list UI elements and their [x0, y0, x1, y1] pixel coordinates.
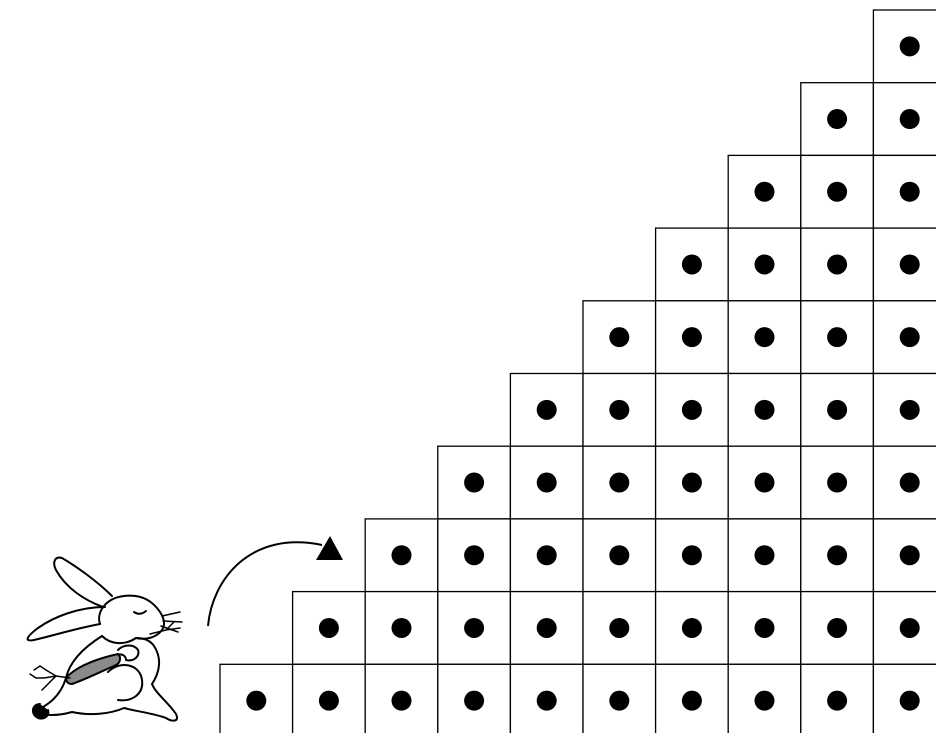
cell-dot — [900, 473, 920, 493]
cell-dot — [682, 254, 702, 274]
cell-dot — [755, 691, 775, 711]
cell-dot — [609, 473, 629, 493]
cell-dot — [609, 400, 629, 420]
carrot-leaves — [30, 666, 70, 690]
cell-dot — [900, 36, 920, 56]
cell-dot — [755, 327, 775, 347]
staircase-row — [583, 301, 936, 374]
cell-dot — [682, 400, 702, 420]
cell-dot — [900, 254, 920, 274]
cell-dot — [682, 545, 702, 565]
cell-dot — [827, 691, 847, 711]
cell-dot — [827, 182, 847, 202]
cell-dot — [755, 473, 775, 493]
cell-dot — [682, 691, 702, 711]
cell-dot — [682, 618, 702, 638]
cell-dot — [900, 327, 920, 347]
cell-dot — [609, 545, 629, 565]
staircase-row — [873, 10, 936, 83]
cell-dot — [900, 545, 920, 565]
cell-dot — [827, 618, 847, 638]
cell-dot — [827, 254, 847, 274]
staircase-row — [220, 664, 936, 733]
cell-dot — [537, 400, 557, 420]
cell-dot — [900, 691, 920, 711]
cell-dot — [537, 545, 557, 565]
staircase-row — [365, 519, 936, 592]
cell-dot — [464, 473, 484, 493]
cell-dot — [392, 618, 412, 638]
cell-dot — [827, 109, 847, 129]
staircase-row — [801, 83, 936, 156]
rabbit-body — [34, 636, 177, 721]
staircase-row — [656, 228, 936, 301]
rabbit-eating-carrot-icon — [28, 558, 182, 721]
cell-dot — [609, 327, 629, 347]
cell-dot — [755, 545, 775, 565]
cell-dot — [755, 618, 775, 638]
cell-dot — [755, 182, 775, 202]
cell-dot — [537, 691, 557, 711]
cell-dot — [319, 618, 339, 638]
jump-arrow-head — [316, 536, 343, 560]
cell-dot — [464, 545, 484, 565]
cell-dot — [755, 400, 775, 420]
staircase-row — [728, 155, 936, 228]
cell-dot — [464, 618, 484, 638]
staircase-row — [293, 592, 936, 665]
rabbit-back-ear — [54, 558, 112, 607]
cell-dot — [609, 691, 629, 711]
cell-dot — [900, 400, 920, 420]
cell-dot — [246, 691, 266, 711]
staircase-row — [510, 374, 936, 447]
cell-dot — [682, 327, 702, 347]
cell-dot — [827, 327, 847, 347]
cell-dot — [827, 545, 847, 565]
cell-dot — [609, 618, 629, 638]
cell-dot — [682, 473, 702, 493]
rabbit-head — [99, 596, 164, 643]
cell-dot — [537, 473, 557, 493]
cell-dot — [827, 400, 847, 420]
rabbit-eye — [134, 611, 146, 614]
cell-dot — [900, 618, 920, 638]
rabbit-front-ear — [28, 607, 105, 640]
rabbit-haunch — [108, 665, 142, 700]
cell-dot — [900, 109, 920, 129]
cell-dot — [392, 545, 412, 565]
cell-dot — [900, 182, 920, 202]
staircase-row — [438, 446, 936, 519]
cell-dot — [392, 691, 412, 711]
staircase — [220, 10, 936, 733]
cell-dot — [755, 254, 775, 274]
cell-dot — [464, 691, 484, 711]
cell-dot — [319, 691, 339, 711]
cell-dot — [827, 473, 847, 493]
cell-dot — [537, 618, 557, 638]
